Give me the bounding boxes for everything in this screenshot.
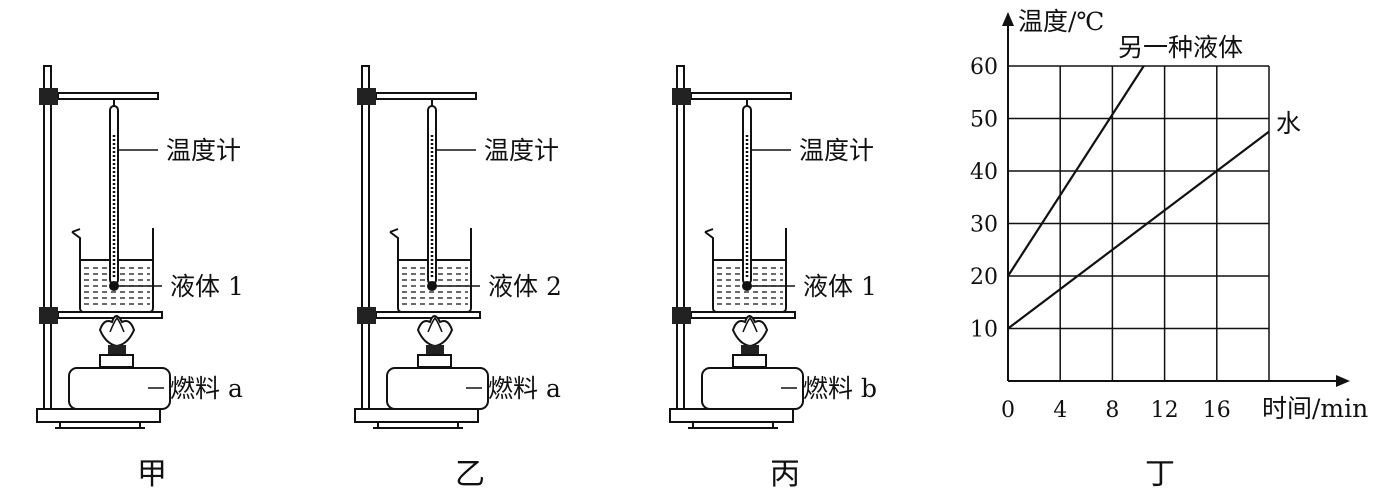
stand-base bbox=[354, 408, 479, 423]
series-line-2 bbox=[1007, 130, 1270, 330]
upper-clamp-arm bbox=[690, 92, 792, 100]
flame-inner bbox=[109, 316, 125, 333]
fuel-container bbox=[701, 367, 804, 410]
x-tick-label: 16 bbox=[1203, 398, 1231, 423]
stand-base bbox=[36, 408, 161, 423]
y-tick-label: 30 bbox=[970, 213, 998, 238]
series-line-1 bbox=[1007, 65, 1145, 277]
beaker-spout bbox=[71, 228, 81, 233]
lower-clamp-block bbox=[39, 307, 58, 324]
x-tick-label: 0 bbox=[1001, 398, 1015, 423]
fuel-label: 燃料 a bbox=[170, 374, 243, 403]
beaker-spout bbox=[704, 228, 714, 233]
y-tick-label: 60 bbox=[970, 55, 998, 80]
y-tick-label: 50 bbox=[970, 108, 998, 133]
y-tick-label: 10 bbox=[970, 318, 998, 343]
fuel-container bbox=[386, 367, 489, 410]
panel-caption: 甲 bbox=[137, 457, 167, 492]
flame-inner bbox=[427, 316, 443, 333]
wick-holder bbox=[108, 345, 126, 355]
beaker-spout bbox=[389, 228, 399, 233]
x-tick-label: 8 bbox=[1105, 398, 1119, 423]
x-axis-title: 时间/min bbox=[1262, 394, 1368, 423]
thermometer-label: 温度计 bbox=[484, 136, 559, 165]
thermometer-label: 温度计 bbox=[166, 136, 241, 165]
beaker bbox=[71, 228, 154, 313]
upper-clamp-block bbox=[357, 88, 376, 105]
flame bbox=[416, 315, 454, 348]
upper-clamp-block bbox=[39, 88, 58, 105]
wick-holder bbox=[426, 345, 444, 355]
y-axis-title: 温度/℃ bbox=[1018, 7, 1104, 36]
flame bbox=[98, 315, 136, 348]
burner-neck bbox=[417, 354, 452, 368]
fuel-label: 燃料 b bbox=[803, 374, 877, 403]
flame-inner bbox=[742, 316, 758, 333]
liquid-label: 液体 2 bbox=[488, 272, 562, 301]
series-label-other-liquid: 另一种液体 bbox=[1118, 33, 1243, 62]
liquid-label: 液体 1 bbox=[170, 272, 244, 301]
stand-rod bbox=[361, 65, 370, 410]
beaker bbox=[389, 228, 472, 313]
y-tick-label: 20 bbox=[970, 265, 998, 290]
burner-neck bbox=[99, 354, 134, 368]
lower-clamp-block bbox=[357, 307, 376, 324]
upper-clamp-arm bbox=[375, 92, 477, 100]
stand-rod bbox=[676, 65, 685, 410]
beaker bbox=[704, 228, 787, 313]
burner-neck bbox=[732, 354, 767, 368]
fuel-container bbox=[68, 367, 171, 410]
x-tick-label: 12 bbox=[1151, 398, 1179, 423]
fuel-label: 燃料 a bbox=[488, 374, 561, 403]
chart-caption: 丁 bbox=[1145, 457, 1175, 492]
liquid-label: 液体 1 bbox=[803, 272, 877, 301]
series-label-water: 水 bbox=[1276, 109, 1301, 138]
lower-clamp-block bbox=[672, 307, 691, 324]
upper-clamp-block bbox=[672, 88, 691, 105]
upper-clamp-arm bbox=[57, 92, 159, 100]
y-tick-label: 40 bbox=[970, 160, 998, 185]
stand-base bbox=[669, 408, 794, 423]
panel-caption: 乙 bbox=[455, 457, 485, 492]
thermometer-label: 温度计 bbox=[799, 136, 874, 165]
y-axis-arrow bbox=[1002, 12, 1014, 26]
wick-holder bbox=[741, 345, 759, 355]
flame bbox=[731, 315, 769, 348]
panel-caption: 丙 bbox=[770, 457, 800, 492]
x-tick-label: 4 bbox=[1053, 398, 1067, 423]
stand-rod bbox=[43, 65, 52, 410]
x-axis-arrow bbox=[1336, 375, 1350, 387]
